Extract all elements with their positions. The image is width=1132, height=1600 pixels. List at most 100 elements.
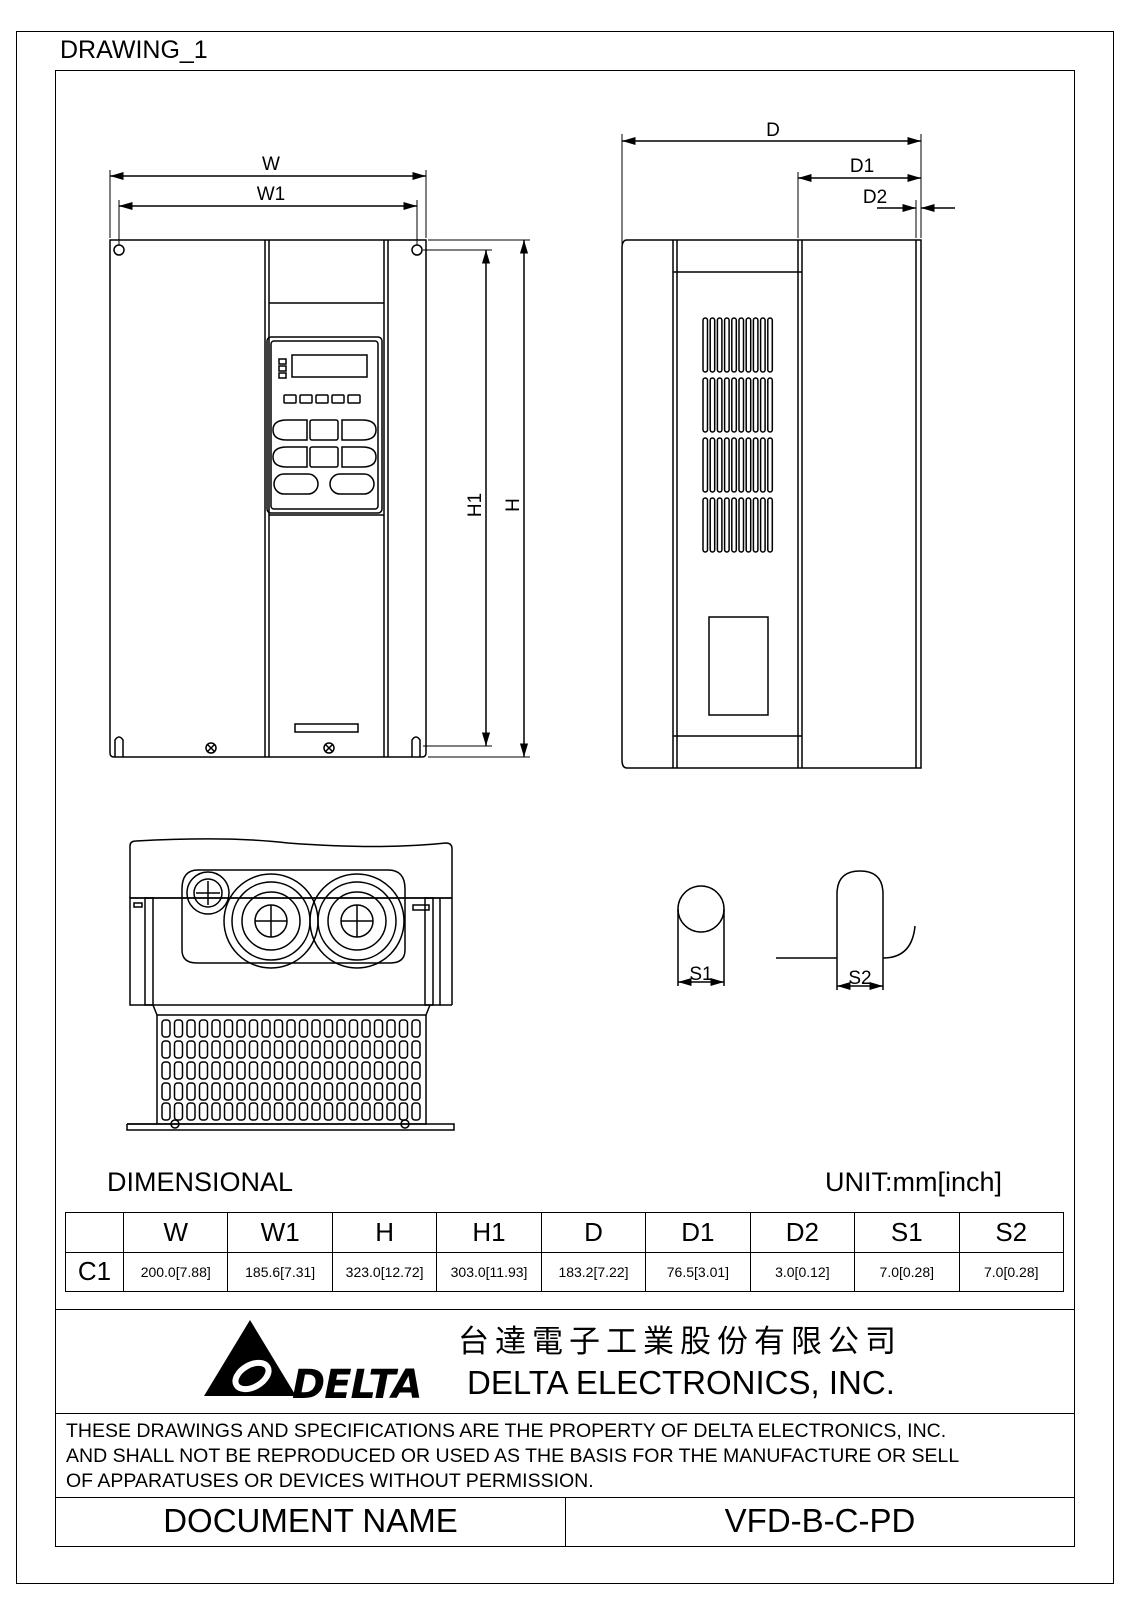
vent-slot: [261, 1061, 271, 1080]
vent-slot: [261, 1040, 271, 1059]
vent-slot: [198, 1082, 209, 1101]
vent-slot: [398, 1019, 409, 1038]
vent-slot: [767, 377, 774, 433]
vent-slot: [186, 1061, 196, 1080]
vent-slot: [336, 1040, 346, 1059]
vent-slot: [716, 497, 723, 553]
bottom-vents: [161, 1019, 421, 1121]
vent-slot: [161, 1102, 171, 1121]
dimension-table: W W1 H H1 D D1 D2 S1 S2 C1 200.0[7.88] 1…: [65, 1212, 1064, 1292]
vent-slot: [323, 1040, 334, 1059]
property-notice-line: THESE DRAWINGS AND SPECIFICATIONS ARE TH…: [66, 1420, 947, 1442]
vent-slot: [731, 497, 738, 553]
vent-slot: [286, 1061, 296, 1080]
vent-slot: [702, 377, 709, 433]
vent-slot: [173, 1040, 184, 1059]
vent-slot: [348, 1019, 359, 1038]
table-header-cell: H: [331, 1212, 438, 1253]
vent-slot: [411, 1102, 421, 1121]
conduit-hole-icon: [309, 873, 405, 969]
vent-slot: [752, 377, 759, 433]
vent-slot: [373, 1082, 384, 1101]
vent-slot: [386, 1019, 396, 1038]
vent-slot: [173, 1082, 184, 1101]
drawing-label: DRAWING_1: [60, 36, 208, 64]
vent-slot: [173, 1102, 184, 1121]
vent-slot: [752, 317, 759, 373]
document-name-label: DOCUMENT NAME: [163, 1502, 458, 1539]
vent-slot: [248, 1082, 259, 1101]
vent-slot: [323, 1102, 334, 1121]
vent-slot: [198, 1102, 209, 1121]
unit-label: UNIT:mm[inch]: [824, 1167, 1002, 1197]
vent-slot: [311, 1102, 321, 1121]
keypad: [266, 336, 383, 514]
bottom-view: [126, 838, 455, 1131]
vent-slot: [323, 1061, 334, 1080]
vent-slot: [161, 1082, 171, 1101]
vent-slot: [286, 1082, 296, 1101]
vent-slot: [223, 1102, 234, 1121]
vent-slot: [731, 317, 738, 373]
table-cell: 183.2[7.22]: [540, 1251, 647, 1292]
vent-slot: [745, 377, 752, 433]
vent-slot: [398, 1040, 409, 1059]
dimensional-title: DIMENSIONAL: [107, 1167, 294, 1197]
vent-slot: [411, 1019, 421, 1038]
vent-slot: [161, 1040, 171, 1059]
dim-label-d2: D2: [863, 187, 887, 208]
side-window: [708, 616, 769, 716]
dim-label-s1: S1: [689, 964, 712, 985]
vent-slot: [716, 317, 723, 373]
vent-slot: [211, 1061, 221, 1080]
vent-slot: [723, 497, 730, 553]
vent-slot: [273, 1040, 284, 1059]
vent-slot: [286, 1040, 296, 1059]
mount-hole-icon: [411, 244, 423, 256]
vent-slot: [348, 1082, 359, 1101]
property-notice-row: [56, 1413, 1074, 1498]
vent-slot: [186, 1040, 196, 1059]
vent-slot: [248, 1061, 259, 1080]
vent-slot: [273, 1082, 284, 1101]
vent-slot: [361, 1102, 371, 1121]
vent-slot: [336, 1019, 346, 1038]
company-name-en: DELTA ELECTRONICS, INC.: [467, 1364, 895, 1401]
vent-slot: [186, 1019, 196, 1038]
vent-slot: [745, 317, 752, 373]
vent-slot: [767, 317, 774, 373]
table-cell: 323.0[12.72]: [331, 1251, 438, 1292]
slot-detail-s1: [677, 885, 725, 987]
vent-slot: [223, 1019, 234, 1038]
vent-slot: [373, 1019, 384, 1038]
vent-slot: [716, 377, 723, 433]
vent-slot: [273, 1061, 284, 1080]
delta-logo: DELTA: [204, 1320, 423, 1402]
vent-slot: [411, 1040, 421, 1059]
side-dim-labels: D D1 D2: [766, 120, 887, 208]
vent-slot: [236, 1061, 246, 1080]
vent-slot: [709, 317, 716, 373]
vent-slot: [236, 1102, 246, 1121]
vent-slot: [236, 1019, 246, 1038]
vent-slot: [709, 437, 716, 493]
vent-slot: [211, 1040, 221, 1059]
vent-slot: [386, 1061, 396, 1080]
dim-label-w: W: [262, 154, 280, 175]
vent-slot: [361, 1082, 371, 1101]
vent-slot: [248, 1040, 259, 1059]
table-cell: 7.0[0.28]: [958, 1251, 1064, 1292]
delta-logo-text: DELTA: [292, 1362, 422, 1402]
vent-slot: [161, 1061, 171, 1080]
vent-slot: [738, 317, 745, 373]
vent-slot: [386, 1040, 396, 1059]
vent-slot: [716, 437, 723, 493]
vent-slot: [759, 317, 766, 373]
vent-slot: [198, 1040, 209, 1059]
vent-slot: [348, 1040, 359, 1059]
vent-slot: [731, 377, 738, 433]
vent-slot: [373, 1061, 384, 1080]
table-header-cell: S2: [958, 1212, 1064, 1253]
conduit-plate: [181, 869, 406, 964]
vent-slot: [709, 497, 716, 553]
